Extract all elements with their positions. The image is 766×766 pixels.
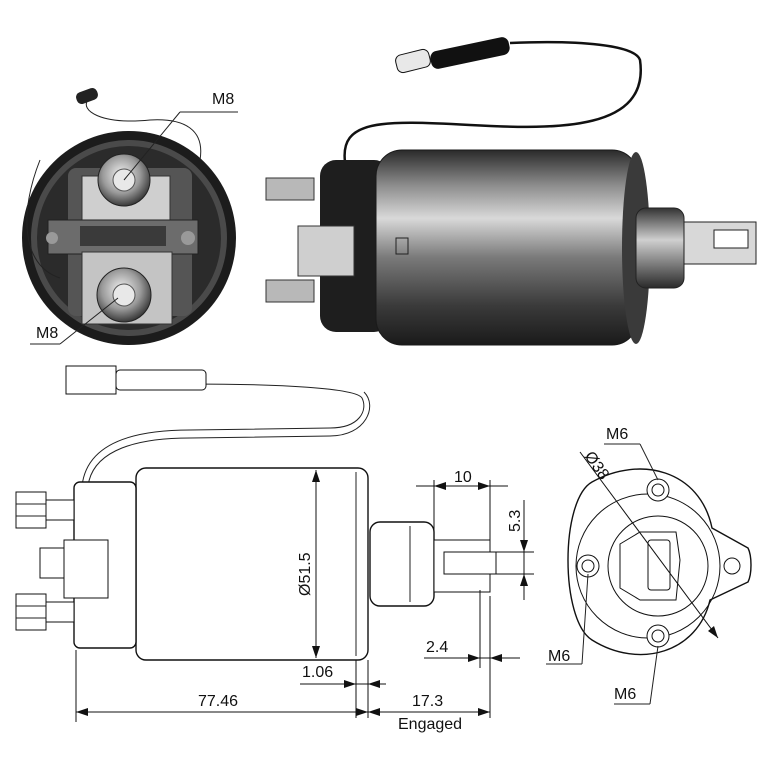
dim-17-3: 17.3 (412, 693, 443, 710)
drawing-plunger-housing (369, 521, 435, 607)
flange-view: Ø38 M6 M6 M6 (546, 426, 752, 705)
flange-plunger-slot (647, 539, 671, 591)
wire-connector-small (76, 88, 98, 104)
engaged-label: Engaged (398, 716, 462, 733)
photo-side-view (265, 37, 757, 346)
dim-77-46: 77.46 (198, 693, 238, 710)
dim-10: 10 (454, 469, 472, 486)
drawing-plunger-tab (443, 551, 497, 575)
photo-end-view: M8 M8 (22, 88, 238, 345)
drawing-terminal-bottom (15, 593, 75, 631)
m6-label-top: M6 (606, 426, 628, 443)
side-drawing: Ø51.5 10 5.3 2.4 1.06 77.46 17.3 (15, 365, 534, 733)
drawing-body (135, 467, 369, 661)
m6-label-left: M6 (548, 648, 570, 665)
dim-5-3: 5.3 (507, 510, 524, 532)
flange-hole-right (723, 557, 741, 575)
dim-2-4: 2.4 (426, 639, 448, 656)
wire-connector (395, 48, 431, 74)
drawing-terminal-top (15, 491, 75, 529)
m6-label-bottom: M6 (614, 686, 636, 703)
m8-label-top: M8 (212, 91, 234, 108)
dim-1-06: 1.06 (302, 664, 333, 681)
drawing-wire-connector (65, 365, 117, 395)
m8-label-bottom: M8 (36, 325, 58, 342)
dim-dia-51-5: Ø51.5 (297, 552, 314, 596)
